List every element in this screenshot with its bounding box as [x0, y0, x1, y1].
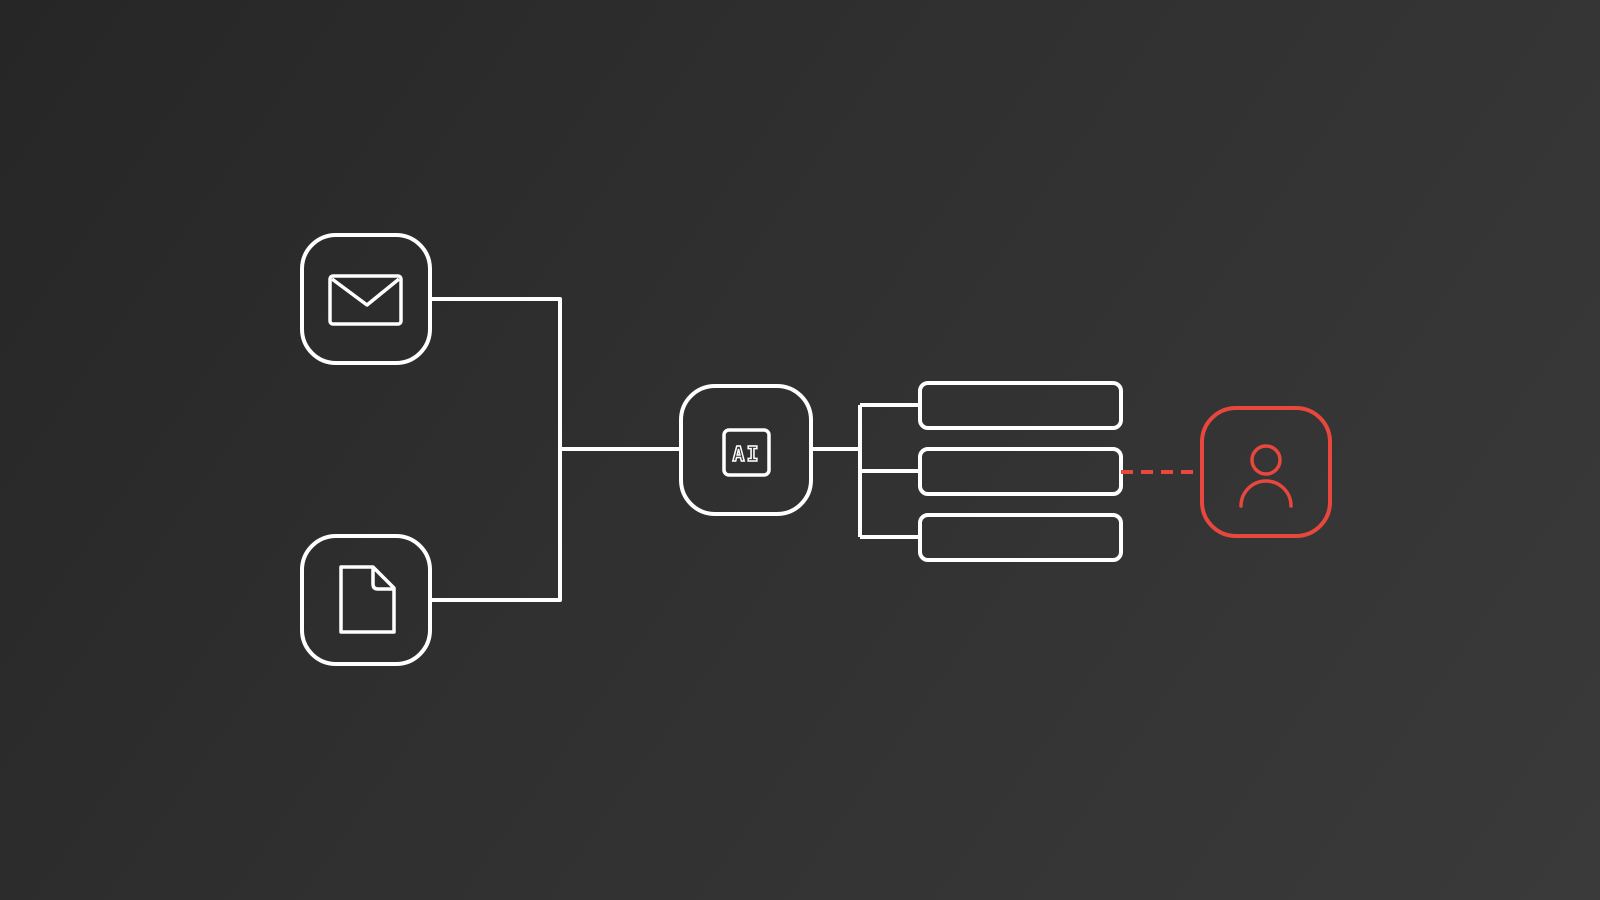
ai-label: AI — [732, 442, 760, 466]
ai-node-box — [679, 384, 813, 516]
ai-chip-icon — [722, 428, 771, 477]
document-node-box — [300, 534, 432, 666]
output-box-1 — [918, 381, 1123, 430]
person-node-box — [1200, 406, 1332, 538]
output-box-3 — [918, 513, 1123, 562]
ai-node — [679, 384, 813, 516]
document-node — [300, 534, 432, 666]
envelope-icon — [328, 274, 403, 326]
email-node-box — [300, 233, 432, 365]
connector-document-to-ai — [430, 449, 562, 602]
person-icon — [1239, 444, 1293, 508]
person-node — [1200, 406, 1332, 538]
output-box-2 — [918, 447, 1123, 496]
connector-email-to-ai — [430, 297, 562, 449]
email-node — [300, 233, 432, 365]
document-icon — [339, 565, 396, 634]
